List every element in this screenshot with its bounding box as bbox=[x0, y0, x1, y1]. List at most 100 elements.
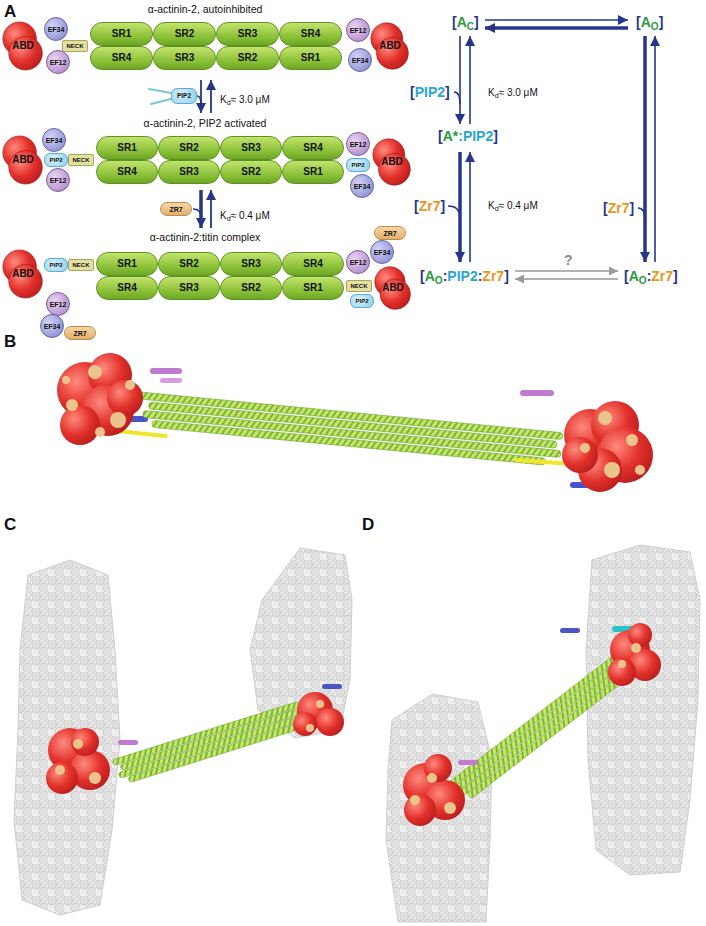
panel-letter-group: B bbox=[4, 332, 16, 352]
domain-label: SR2 bbox=[238, 53, 257, 63]
scheme-species: ] bbox=[659, 14, 664, 30]
domain-label: EF12 bbox=[350, 27, 367, 34]
state-title-group: α-actinin-2, PIP2 activated bbox=[144, 117, 267, 129]
kd-value-group: Kd≈ 0.4 μM bbox=[488, 200, 538, 213]
illustration-circle bbox=[410, 795, 420, 805]
kd-value-group: Kd≈ 0.4 μM bbox=[220, 210, 270, 223]
kd-value: ≈ 3.0 μM bbox=[499, 87, 538, 98]
spectrin-repeat: SR4 bbox=[279, 22, 342, 46]
ef-hand-34: EF34 bbox=[348, 48, 372, 72]
illustration-line bbox=[485, 19, 628, 21]
scheme-species: A* bbox=[443, 128, 459, 144]
spectrin-repeat: SR1 bbox=[90, 22, 153, 46]
illustration-polygon bbox=[250, 548, 352, 738]
domain-label: SR3 bbox=[179, 283, 198, 293]
illustration-circle bbox=[427, 773, 437, 783]
scheme-species: [ bbox=[438, 128, 443, 144]
illustration-line bbox=[458, 152, 462, 262]
panel-letter: B bbox=[4, 332, 16, 351]
domain-label: PIP2 bbox=[177, 93, 191, 100]
scheme-ligand-group: [Zr7] bbox=[414, 198, 445, 214]
illustration-g bbox=[562, 401, 653, 492]
illustration-circle bbox=[88, 365, 102, 379]
scheme-species: [ bbox=[624, 268, 629, 284]
illustration-circle bbox=[95, 427, 105, 437]
scheme-ligand-group: [Zr7] bbox=[603, 200, 634, 216]
illustration-line bbox=[485, 26, 628, 30]
domain-label: SR4 bbox=[303, 259, 322, 269]
panel-letter-group: C bbox=[4, 515, 16, 535]
spectrin-repeat: SR2 bbox=[220, 276, 282, 300]
scheme-species: : bbox=[478, 268, 483, 284]
illustration-rect bbox=[160, 378, 182, 383]
kd-value: K bbox=[220, 94, 227, 105]
illustration-rect bbox=[128, 724, 297, 782]
illustration-circle bbox=[626, 434, 638, 446]
scheme-species-group: [AO] bbox=[636, 14, 663, 32]
spectrin-repeat: SR3 bbox=[220, 136, 282, 160]
kd-value: d bbox=[495, 91, 499, 100]
domain-label: SR4 bbox=[117, 283, 136, 293]
illustration-circle bbox=[46, 762, 78, 794]
spectrin-repeat: SR4 bbox=[282, 136, 344, 160]
domain-label: EF34 bbox=[354, 183, 371, 190]
spectrin-repeat: SR2 bbox=[158, 136, 220, 160]
illustration-line bbox=[459, 36, 461, 124]
illustration-path bbox=[197, 96, 201, 104]
pip2-lipid: PIP2 bbox=[44, 153, 68, 167]
domain-label: EF34 bbox=[352, 57, 369, 64]
domain-label: ABD bbox=[381, 157, 403, 167]
illustration-line bbox=[210, 190, 212, 228]
abd-lobe bbox=[9, 150, 43, 184]
scheme-species: O bbox=[639, 275, 647, 286]
scheme-species: PIP2 bbox=[447, 268, 477, 284]
scheme-ligand: ] bbox=[445, 84, 450, 100]
illustration-circle bbox=[404, 794, 436, 826]
domain-label: EF34 bbox=[48, 26, 65, 33]
kd-value: K bbox=[220, 210, 227, 221]
spectrin-repeat: SR3 bbox=[216, 22, 279, 46]
illustration-g bbox=[57, 353, 143, 445]
illustration-rect bbox=[118, 740, 138, 745]
illustration-line bbox=[515, 278, 618, 280]
illustration-circle bbox=[125, 380, 135, 390]
illustration-path bbox=[193, 209, 201, 217]
illustration-polygon bbox=[14, 560, 120, 915]
illustration-rect bbox=[143, 410, 562, 457]
state-title: α-actinin-2:titin complex bbox=[150, 231, 261, 243]
question-mark-group: ? bbox=[564, 252, 573, 268]
scheme-species-group: [AO:Zr7] bbox=[624, 268, 678, 286]
state-title-group: α-actinin-2, autoinhibited bbox=[148, 3, 263, 15]
domain-label: SR3 bbox=[238, 29, 257, 39]
domain-label: SR4 bbox=[112, 53, 131, 63]
illustration-rect bbox=[456, 661, 622, 791]
titin-zr7: ZR7 bbox=[374, 226, 406, 240]
scheme-ligand-group: [PIP2] bbox=[410, 84, 450, 100]
panel-letter: A bbox=[4, 2, 16, 21]
actin-binding-domain: ABD bbox=[370, 20, 410, 72]
domain-label: EF12 bbox=[50, 59, 67, 66]
illustration-rect bbox=[467, 678, 621, 799]
illustration-circle bbox=[604, 462, 620, 478]
scheme-species: ] bbox=[504, 268, 509, 284]
illustration-g bbox=[445, 654, 632, 807]
kd-value: ≈ 0.4 μM bbox=[231, 210, 270, 221]
scheme-species-group: [AO:PIP2:Zr7] bbox=[420, 268, 509, 286]
abd-lobe bbox=[9, 36, 43, 70]
scheme-species: A bbox=[425, 268, 435, 284]
domain-label: ZR7 bbox=[73, 330, 86, 337]
scheme-species: ] bbox=[673, 268, 678, 284]
scheme-ligand: Zr7 bbox=[419, 198, 441, 214]
spectrin-repeat: SR1 bbox=[279, 46, 342, 70]
illustration-circle bbox=[60, 405, 100, 445]
panel-letter: C bbox=[4, 515, 16, 534]
illustration-circle bbox=[562, 437, 598, 473]
spectrin-repeat: SR3 bbox=[158, 160, 220, 184]
spectrin-repeat: SR2 bbox=[220, 160, 282, 184]
domain-label: SR2 bbox=[179, 143, 198, 153]
domain-label: SR3 bbox=[241, 143, 260, 153]
domain-label: EF12 bbox=[350, 141, 367, 148]
panel-letter-group: D bbox=[362, 515, 374, 535]
abd-lobe bbox=[376, 37, 408, 69]
